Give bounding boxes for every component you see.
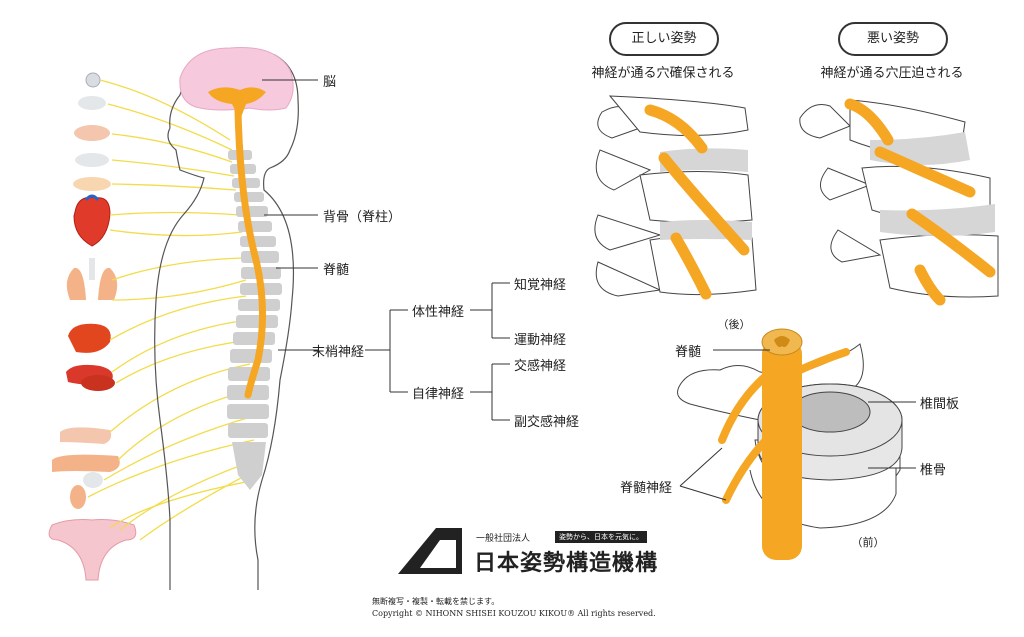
thyroid-organ	[73, 177, 111, 191]
lung-right	[98, 267, 118, 300]
motor-nerve-label: 運動神経	[514, 333, 567, 348]
spinal-cord-shape	[234, 106, 267, 399]
gland-organ	[78, 96, 106, 110]
bad-posture-illustration	[799, 98, 999, 306]
parasympathetic-nerve-label: 副交感神経	[514, 415, 580, 430]
intervertebral-disc-label: 椎間板	[920, 397, 960, 412]
spinal-nerve-label: 脊髄神経	[620, 481, 673, 496]
good-posture-caption: 神経が通る穴確保される	[591, 66, 735, 81]
organs-column	[48, 72, 137, 581]
org-type-label: 一般社団法人	[476, 534, 531, 544]
adrenal-organ	[70, 485, 86, 509]
peripheral-nerve-label: 末梢神経	[312, 345, 365, 360]
autonomic-nerve-label: 自律神経	[412, 387, 465, 402]
tree-connectors	[365, 282, 510, 421]
liver-organ	[68, 323, 111, 353]
heart-organ	[73, 197, 111, 247]
uterus-organ	[48, 519, 137, 581]
stomach-organ	[81, 375, 115, 391]
spine-label: 背骨（脊柱）	[323, 210, 402, 225]
vertebra-leader-lines	[679, 349, 916, 501]
vertebra-illustration	[677, 328, 903, 560]
lung-left	[66, 267, 86, 300]
good-posture-illustration	[594, 95, 757, 300]
vertebral-bone-label: 椎骨	[920, 463, 947, 478]
org-logo-mark	[398, 528, 462, 574]
left-leader-lines	[262, 79, 318, 351]
intestine-organ	[52, 454, 120, 472]
bad-posture-caption: 神経が通る穴圧迫される	[820, 66, 964, 81]
vertebra-spinal-cord-label: 脊髄	[675, 345, 702, 360]
brain-shape	[179, 46, 294, 111]
throat-organ	[75, 153, 109, 167]
front-view-label: （前）	[851, 536, 885, 549]
sensory-nerve-label: 知覚神経	[514, 278, 567, 293]
brain-label: 脳	[323, 75, 337, 90]
spinal-cord-label: 脊髄	[323, 263, 350, 278]
org-tagline: 姿勢から、日本を元気に。	[555, 531, 647, 543]
somatic-nerve-label: 体性神経	[412, 305, 465, 320]
autonomic-nerve-lines	[87, 79, 257, 541]
bad-posture-title: 悪い姿勢	[838, 22, 948, 56]
sympathetic-nerve-label: 交感神経	[514, 359, 567, 374]
salivary-organ	[74, 125, 110, 141]
org-name: 日本姿勢構造機構	[474, 551, 659, 576]
bladder-organ	[83, 472, 103, 488]
brainstem-shape	[208, 87, 266, 120]
eye-organ	[85, 72, 101, 88]
copyright-text: Copyright © NIHONN SHISEI KOUZOU KIKOU® …	[372, 609, 656, 618]
back-view-label: （後）	[717, 318, 751, 331]
pancreas-organ	[60, 427, 112, 444]
copy-notice: 無断複写・複製・転載を禁じます。	[372, 597, 500, 606]
good-posture-title: 正しい姿勢	[609, 22, 719, 56]
